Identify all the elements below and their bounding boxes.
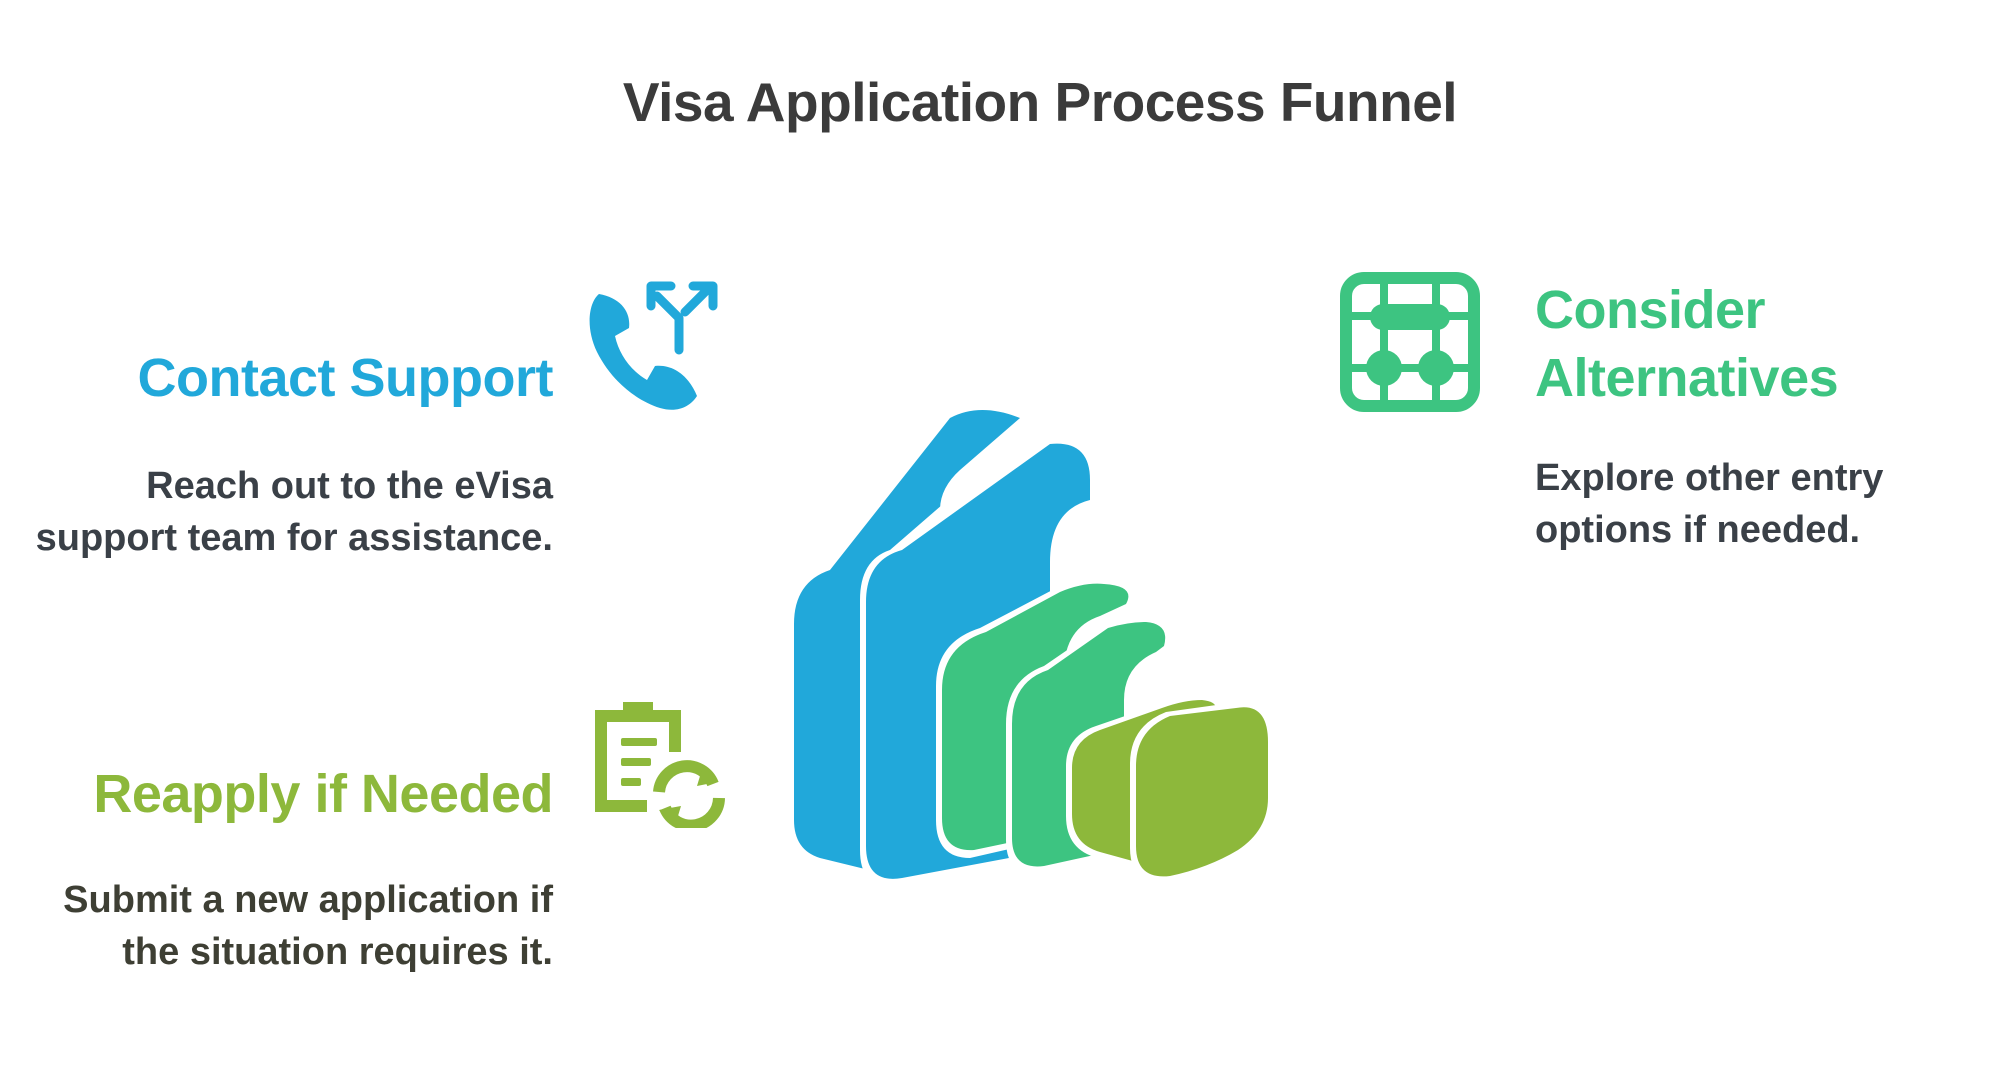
reapply-heading: Reapply if Needed	[93, 764, 553, 824]
funnel-block-lime-front	[1130, 701, 1274, 883]
consider-alternatives-description: Explore other entry options if needed.	[1535, 457, 1884, 551]
clipboard-refresh-icon	[595, 702, 725, 828]
reapply-description: Submit a new application if the situatio…	[63, 879, 553, 973]
funnel-blocks	[794, 410, 1274, 887]
phone-arrows-icon	[589, 281, 718, 410]
contact-support-description: Reach out to the eVisa support team for …	[35, 465, 553, 559]
network-grid-icon	[1340, 272, 1480, 412]
diagram-title: Visa Application Process Funnel	[622, 71, 1458, 133]
consider-alternatives-heading: Consider Alternatives	[1535, 280, 1839, 408]
contact-support-heading: Contact Support	[137, 348, 554, 408]
